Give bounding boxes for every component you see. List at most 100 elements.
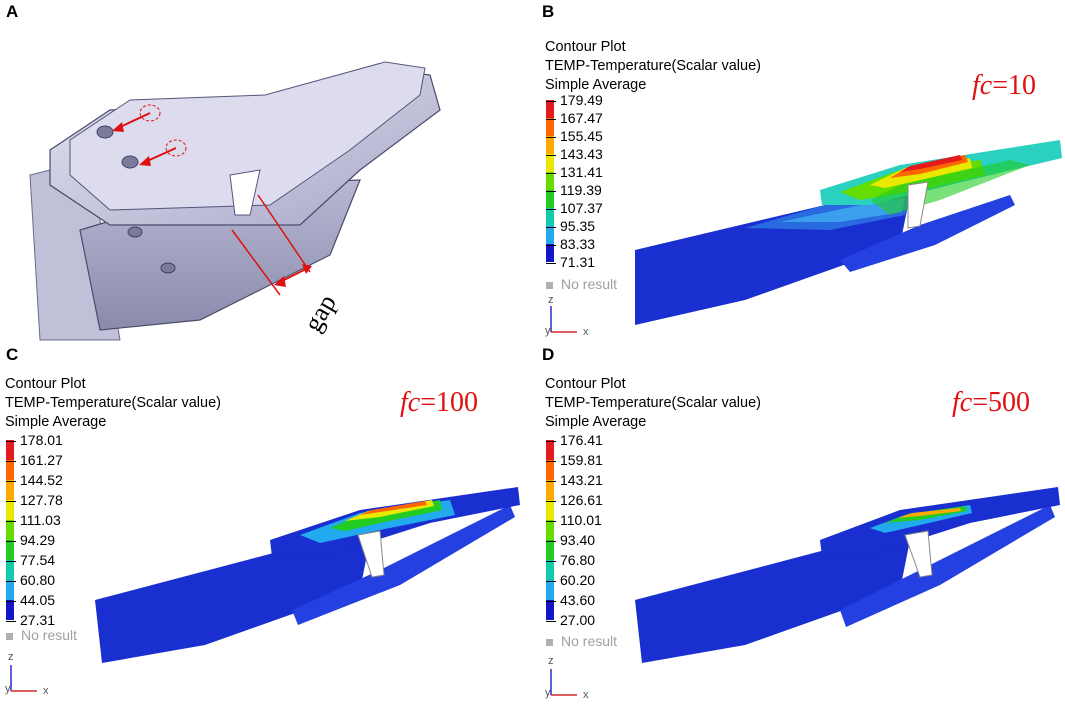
contour-averaging: Simple Average (545, 414, 647, 430)
fc-label: fc=500 (952, 387, 1031, 418)
axis-x: x (583, 689, 589, 701)
temperature-contour-model (635, 140, 1062, 325)
panel-label-c: C (6, 345, 19, 364)
legend-tick: 94.29 (6, 532, 55, 548)
axis-z: z (548, 655, 554, 667)
contour-title: Contour Plot (5, 376, 86, 392)
axis-y: y (545, 325, 551, 337)
temperature-contour-model (635, 487, 1060, 663)
legend-tick: 119.39 (546, 182, 602, 198)
legend-swatch (6, 500, 14, 520)
axis-triad: z y x (543, 651, 603, 701)
contour-variable: TEMP-Temperature(Scalar value) (545, 395, 761, 411)
legend-tick: 110.01 (546, 512, 602, 528)
legend-swatch (546, 520, 554, 540)
contour-header: Contour Plot TEMP-Temperature(Scalar val… (545, 375, 761, 432)
panel-label-b: B (542, 2, 555, 21)
legend-tick: 60.80 (6, 572, 55, 588)
legend-tick: 44.05 (6, 592, 55, 608)
legend-swatch (6, 520, 14, 540)
legend-tick: 76.80 (546, 552, 595, 568)
legend-swatch (546, 480, 554, 500)
legend-tick: 179.49 (546, 92, 603, 108)
legend-tick: 155.45 (546, 128, 603, 144)
legend-swatch (546, 600, 554, 620)
axis-x: x (43, 685, 49, 697)
panel-a: A (0, 0, 520, 350)
contour-header: Contour Plot TEMP-Temperature(Scalar val… (545, 38, 761, 95)
legend-tick: 143.43 (546, 146, 603, 162)
legend-tick: 60.20 (546, 572, 595, 588)
legend-swatch (546, 580, 554, 600)
legend-swatch (546, 208, 554, 226)
axis-y: y (545, 687, 551, 699)
contour-title: Contour Plot (545, 376, 626, 392)
legend-tick: 93.40 (546, 532, 595, 548)
legend-tick: 107.37 (546, 200, 603, 216)
fc-label: fc=10 (972, 70, 1037, 101)
legend-tick: 167.47 (546, 110, 603, 126)
legend-tick: 111.03 (6, 512, 61, 528)
cad-gripper-model (29, 61, 441, 341)
temperature-contour-model (95, 487, 520, 663)
contour-averaging: Simple Average (5, 414, 107, 430)
legend-swatch (546, 500, 554, 520)
temperature-legend: 179.49 167.47 155.45 143.43 131.41 119.3… (546, 92, 676, 275)
contour-variable: TEMP-Temperature(Scalar value) (5, 395, 221, 411)
legend-tick: 126.61 (546, 492, 603, 508)
temperature-legend: 176.41 159.81 143.21 126.61 110.01 93.40… (546, 432, 676, 628)
panel-label-d: D (542, 345, 555, 364)
legend-tick: 159.81 (546, 452, 603, 468)
contour-averaging: Simple Average (545, 77, 647, 93)
legend-swatch (6, 440, 14, 460)
legend-swatch (546, 244, 554, 262)
temperature-legend: 178.01 161.27 144.52 127.78 111.03 94.29… (6, 432, 136, 628)
no-result-legend: No result (546, 276, 617, 292)
contour-header: Contour Plot TEMP-Temperature(Scalar val… (5, 375, 221, 432)
legend-tick: 178.01 (6, 432, 63, 448)
axis-z: z (548, 294, 554, 306)
legend-swatch (546, 190, 554, 208)
legend-swatch (6, 600, 14, 620)
legend-swatch (6, 480, 14, 500)
legend-swatch (546, 460, 554, 480)
legend-tick: 83.33 (546, 236, 595, 252)
legend-swatch (546, 136, 554, 154)
legend-tick: 161.27 (6, 452, 63, 468)
legend-tick: 43.60 (546, 592, 595, 608)
axis-triad: z y x (543, 292, 603, 342)
legend-swatch (546, 540, 554, 560)
legend-tick: 127.78 (6, 492, 63, 508)
legend-swatch (546, 100, 554, 118)
axis-y: y (5, 683, 11, 695)
legend-swatch (546, 226, 554, 244)
legend-tick: 176.41 (546, 432, 603, 448)
panel-b: B Contour Plot TEMP-Temperature(Scalar v… (540, 0, 1065, 350)
legend-tick: 77.54 (6, 552, 55, 568)
legend-swatch (6, 460, 14, 480)
legend-tick: 131.41 (546, 164, 603, 180)
legend-swatch (546, 440, 554, 460)
panel-label-a: A (6, 2, 19, 21)
axis-triad: z y x (3, 647, 63, 697)
legend-swatch (6, 580, 14, 600)
legend-tick: 27.31 (6, 612, 55, 628)
legend-swatch (6, 560, 14, 580)
legend-tick: 143.21 (546, 472, 603, 488)
no-result-legend: No result (546, 633, 617, 649)
legend-swatch (546, 118, 554, 136)
legend-tick: 27.00 (546, 612, 595, 628)
contour-title: Contour Plot (545, 39, 626, 55)
axis-x: x (583, 326, 589, 338)
legend-swatch (546, 172, 554, 190)
legend-tick: 71.31 (546, 254, 595, 270)
legend-tick: 144.52 (6, 472, 63, 488)
panel-c: C Contour Plot TEMP-Temperature(Scalar v… (0, 345, 530, 705)
panel-d: D Contour Plot TEMP-Temperature(Scalar v… (540, 345, 1065, 705)
legend-swatch (546, 560, 554, 580)
legend-swatch (6, 540, 14, 560)
legend-swatch (546, 154, 554, 172)
fc-label: fc=100 (400, 387, 479, 418)
axis-z: z (8, 651, 14, 663)
no-result-legend: No result (6, 627, 77, 643)
